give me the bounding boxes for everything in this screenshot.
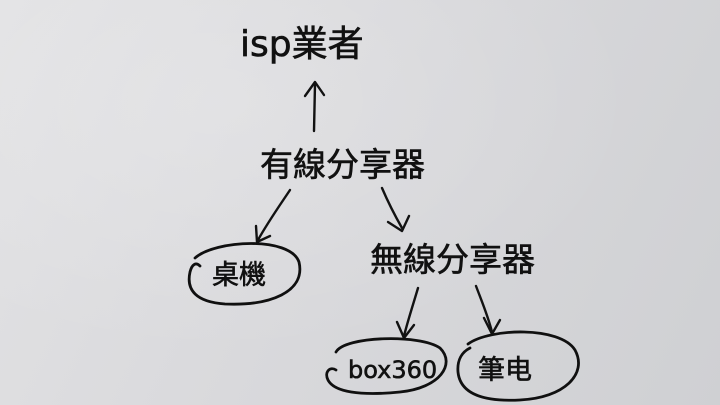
arrow-wired-to-wireless — [380, 186, 411, 233]
arrow-wired-to-isp — [303, 80, 326, 133]
laptop-node: 筆电 — [456, 330, 580, 402]
arrow-wired-to-desktop-head — [254, 224, 272, 244]
arrow-wired-to-isp-head — [303, 80, 326, 98]
wireless-router-node-label: 無線分享器 — [370, 240, 535, 279]
arrow-wireless-to-laptop-shaft — [474, 284, 494, 334]
arrow-wired-to-wireless-head — [386, 214, 411, 233]
arrow-wireless-to-laptop — [474, 284, 502, 336]
desktop-node-label: 桌機 — [212, 260, 266, 291]
desktop-node: 桌機 — [187, 242, 302, 306]
arrow-wireless-to-laptop-head — [482, 316, 502, 336]
arrow-wired-to-desktop-shaft — [256, 188, 292, 242]
arrow-wireless-to-xbox-shaft — [402, 286, 420, 338]
arrow-wired-to-desktop — [254, 188, 292, 244]
laptop-node-circle — [456, 330, 580, 402]
desktop-node-circle — [187, 242, 302, 306]
isp-node-label: isp業者 — [240, 24, 364, 65]
xbox-node-circle — [325, 337, 448, 395]
xbox-node-label: box360 — [348, 356, 437, 384]
xbox-node: box360 — [325, 337, 448, 395]
wired-router-node-label: 有線分享器 — [260, 145, 425, 184]
arrow-wired-to-isp-shaft — [312, 82, 317, 133]
arrow-wired-to-wireless-shaft — [380, 186, 404, 230]
laptop-node-label: 筆电 — [478, 355, 532, 386]
arrow-wireless-to-xbox — [395, 286, 420, 340]
